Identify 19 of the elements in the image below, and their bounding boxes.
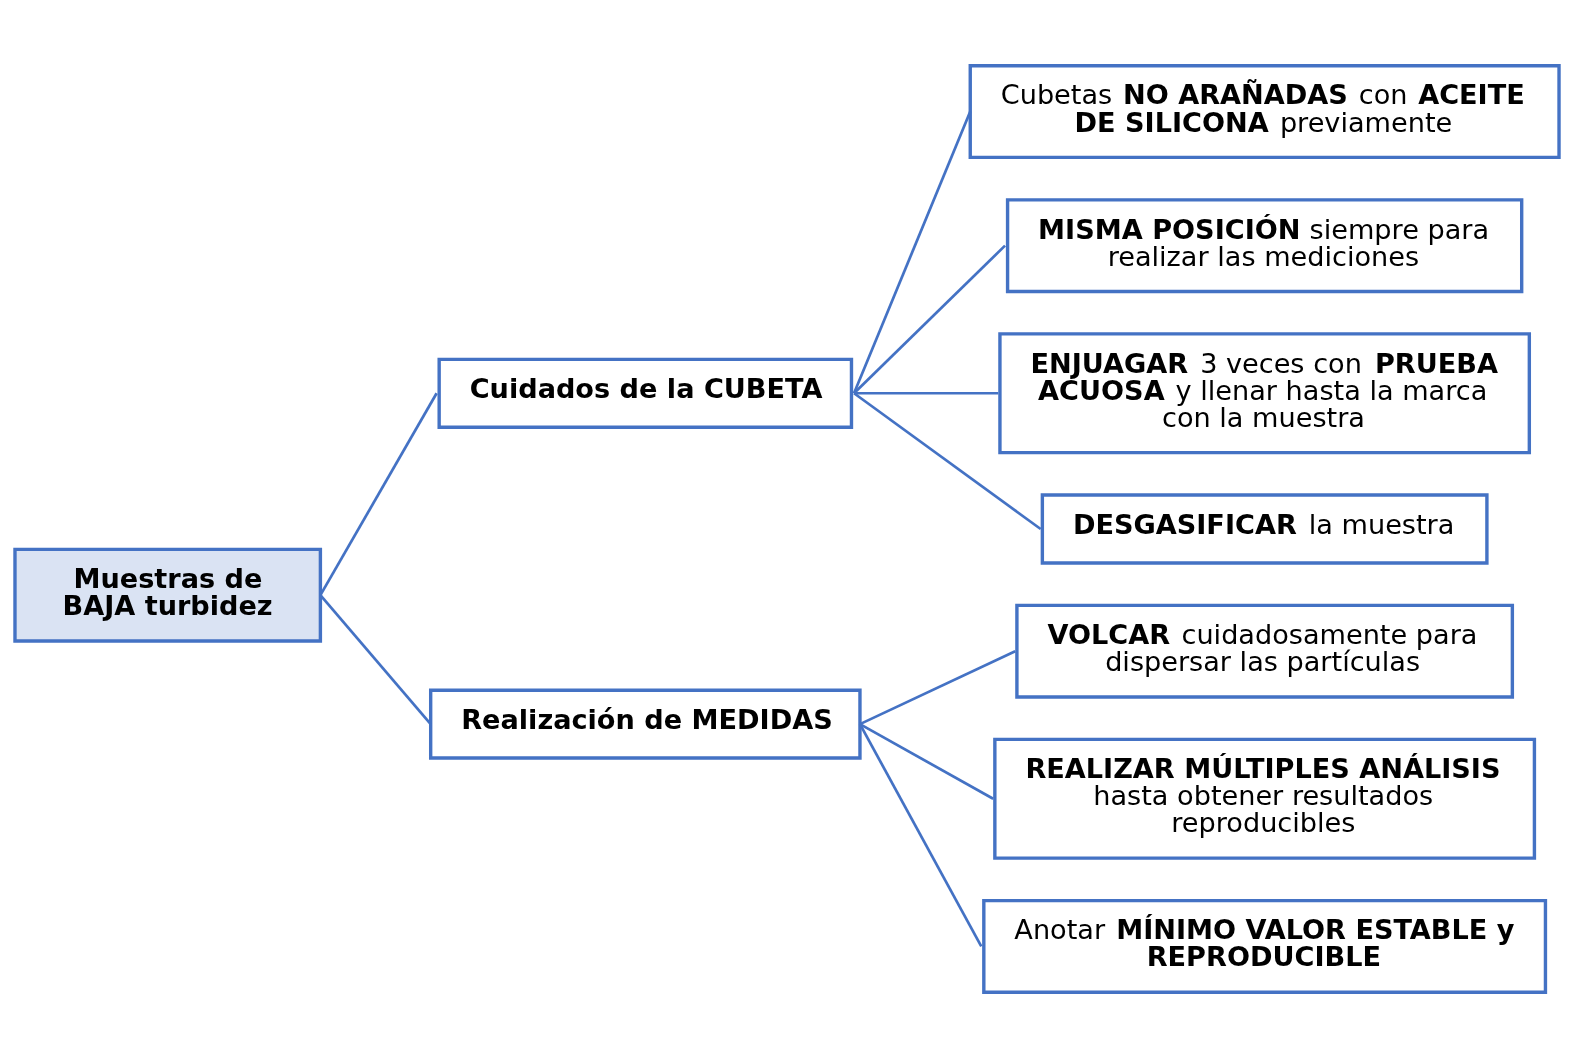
connector	[859, 722, 994, 800]
connector	[854, 391, 999, 395]
connector	[859, 649, 1016, 726]
node-box: Muestras de BAJA turbidez	[13, 547, 323, 643]
connector	[853, 392, 1042, 531]
connector	[319, 392, 438, 596]
node-box: Realización de MEDIDAS	[429, 688, 862, 760]
node-box: VOLCAR cuidadosamente para dispersar las partículas	[1015, 603, 1515, 699]
node-box: ENJUAGAR 3 veces con PRUEBA ACUOSA y llenar hasta la marca con la muestra	[998, 332, 1532, 455]
node-box: DESGASIFICAR la muestra	[1040, 493, 1489, 565]
connector	[858, 723, 983, 948]
connector	[852, 111, 972, 394]
node-box: REALIZAR MÚLTIPLES ANÁLISIS hasta obtener resultados reproducibles	[993, 737, 1537, 860]
node-box: Anotar MÍNIMO VALOR ESTABLE y REPRODUCIBLE	[982, 898, 1548, 994]
node-box: Cubetas NO ARAÑADAS con ACEITE DE SILICONA previamente	[968, 64, 1561, 160]
connector	[853, 244, 1006, 395]
connector	[319, 594, 432, 725]
node-box: Cuidados de la CUBETA	[437, 357, 854, 429]
node-box: MISMA POSICIÓN siempre para realizar las mediciones	[1005, 198, 1524, 294]
